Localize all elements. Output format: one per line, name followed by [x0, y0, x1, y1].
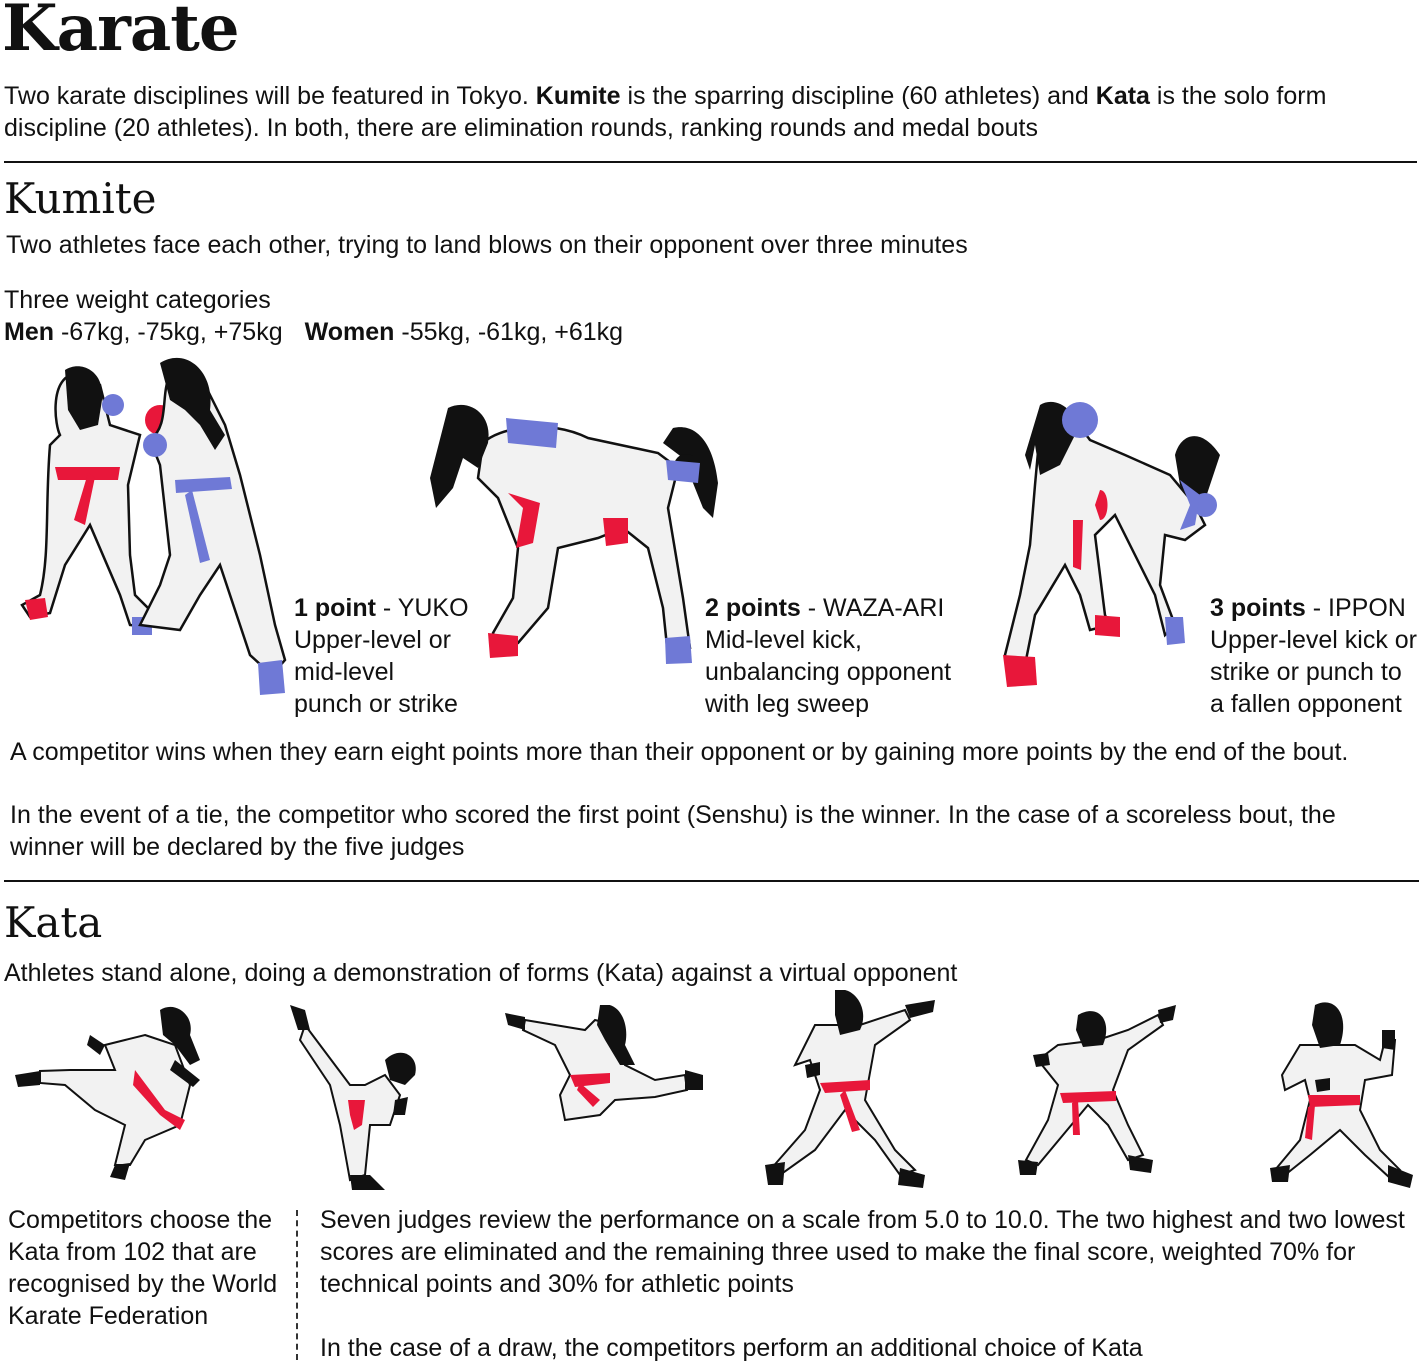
- kata-pose-5-illustration: [1018, 1005, 1176, 1175]
- score-name: - YUKO: [375, 594, 469, 622]
- score-points: 3 points: [1210, 594, 1306, 622]
- divider: [4, 880, 1419, 882]
- score-yuko: 1 point - YUKO Upper-level or mid-level …: [294, 592, 494, 720]
- page-title: Karate: [2, 0, 240, 66]
- kata-pose-6-illustration: [1270, 1002, 1413, 1188]
- score-desc: Mid-level kick, unbalancing opponent wit…: [705, 626, 952, 718]
- tie-rule: In the event of a tie, the competitor wh…: [10, 801, 1336, 861]
- kata-pose-3-illustration: [505, 1005, 703, 1122]
- divider: [4, 161, 1417, 163]
- score-waza-ari: 2 points - WAZA-ARI Mid-level kick, unba…: [705, 592, 965, 720]
- kata-draw-text: In the case of a draw, the competitors p…: [320, 1334, 1143, 1362]
- kata-pose-2-illustration: [290, 1005, 416, 1190]
- kumite-waza-ari-illustration: [430, 404, 718, 664]
- kumite-ippon-illustration: [1003, 401, 1220, 687]
- win-rule: A competitor wins when they earn eight p…: [10, 738, 1349, 766]
- score-ippon: 3 points - IPPON Upper-level kick or str…: [1210, 592, 1420, 720]
- score-desc: Upper-level kick or strike or punch to a…: [1210, 626, 1418, 718]
- kata-heading: Kata: [4, 898, 103, 947]
- score-points: 1 point: [294, 594, 376, 622]
- kumite-desc: Two athletes face each other, trying to …: [6, 231, 968, 259]
- women-values: -55kg, -61kg, +61kg: [394, 318, 624, 346]
- kata-choose-text: Competitors choose the Kata from 102 tha…: [8, 1206, 278, 1330]
- kata-pose-4-illustration: [765, 990, 935, 1188]
- kumite-heading: Kumite: [4, 174, 157, 223]
- score-points: 2 points: [705, 594, 801, 622]
- intro-part: is the sparring discipline (60 athletes)…: [620, 82, 1096, 110]
- men-values: -67kg, -75kg, +75kg: [54, 318, 283, 346]
- weights-label: Three weight categories: [4, 286, 271, 314]
- kata-desc: Athletes stand alone, doing a demonstrat…: [4, 959, 958, 987]
- kata-pose-1-illustration: [15, 1006, 200, 1180]
- intro-kata: Kata: [1095, 82, 1150, 110]
- weights-row: Men -67kg, -75kg, +75kg Women -55kg, -61k…: [4, 316, 623, 348]
- dashed-divider: [296, 1210, 298, 1360]
- intro-part: is the solo form discipline (20 athletes…: [4, 82, 1327, 142]
- kata-judges-text: Seven judges review the performance on a…: [320, 1206, 1405, 1298]
- kumite-yuko-illustration: [20, 357, 287, 695]
- score-name: - IPPON: [1305, 594, 1406, 622]
- men-label: Men: [4, 318, 54, 346]
- intro-part: Two karate disciplines will be featured …: [4, 82, 536, 110]
- intro-kumite: Kumite: [535, 82, 621, 110]
- intro-text: Two karate disciplines will be featured …: [4, 80, 1404, 144]
- score-desc: Upper-level or mid-level punch or strike: [294, 626, 458, 718]
- score-name: - WAZA-ARI: [800, 594, 945, 622]
- women-label: Women: [304, 318, 395, 346]
